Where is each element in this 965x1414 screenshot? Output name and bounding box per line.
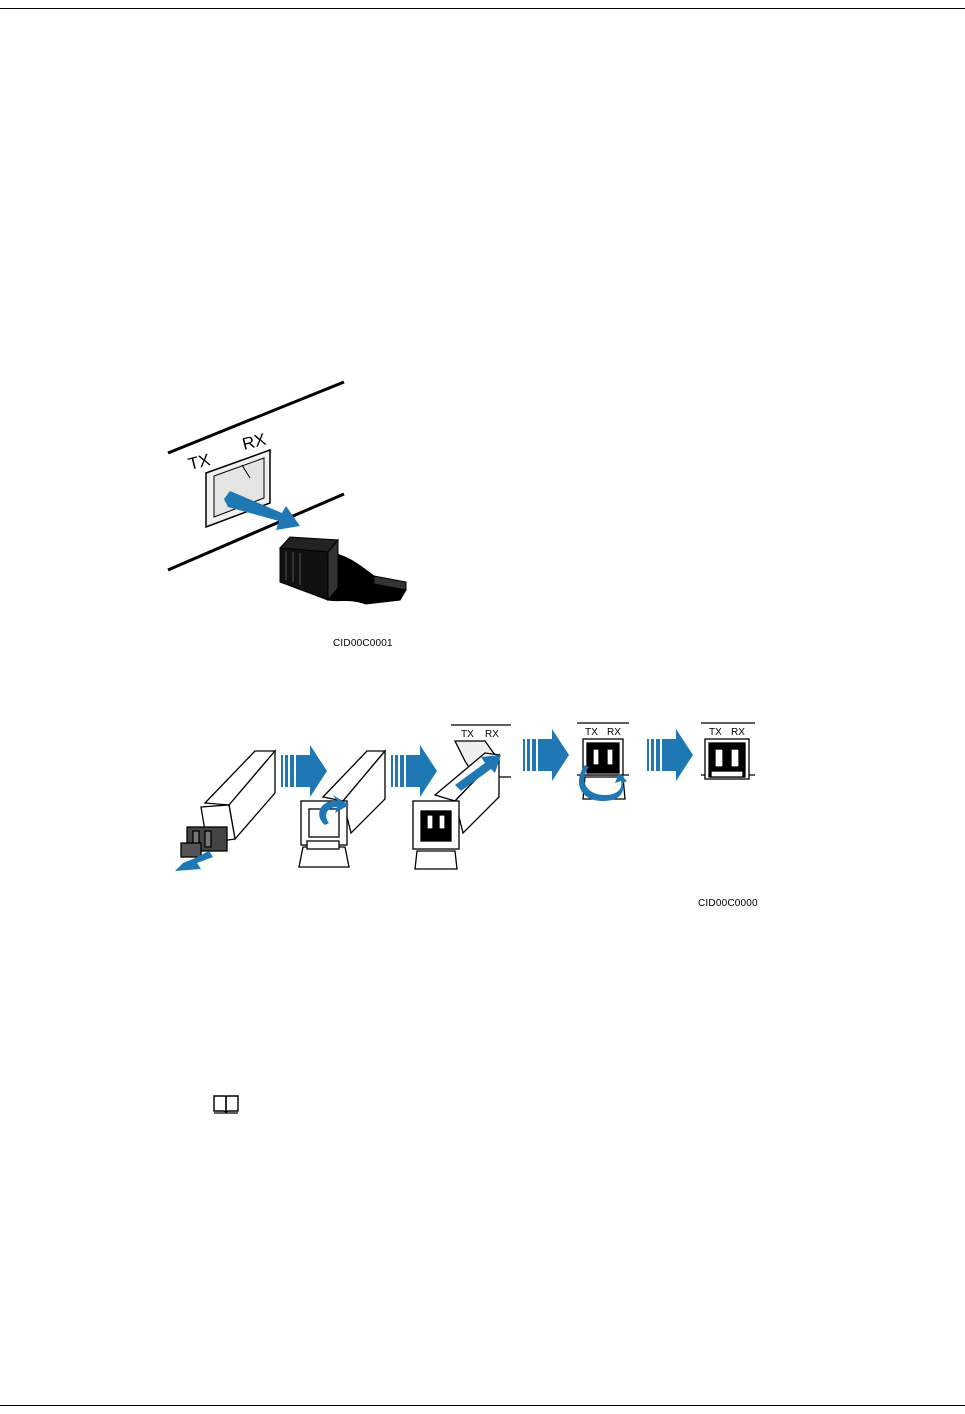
step4-label-rx: RX xyxy=(607,727,621,738)
step4-label-tx: TX xyxy=(585,727,598,738)
step1-module xyxy=(181,751,275,857)
step-arrow-4-icon xyxy=(647,729,693,781)
step3-label-tx: TX xyxy=(461,729,474,740)
step3-label-rx: RX xyxy=(485,729,499,740)
figure-2-id: CID00C0000 xyxy=(698,898,758,909)
book-icon xyxy=(211,1092,241,1116)
step5-label-tx: TX xyxy=(709,727,722,738)
step5-label-rx: RX xyxy=(731,727,745,738)
step4-module xyxy=(583,739,625,799)
dust-cap-plug xyxy=(280,537,406,604)
step-arrow-2-icon xyxy=(391,745,437,797)
figure-install-optical-module: TX RX TX RX xyxy=(165,715,765,880)
step5-module xyxy=(705,739,749,779)
step-arrow-1-icon xyxy=(281,745,327,797)
figure-remove-dust-cap: TX RX xyxy=(160,370,420,620)
install-steps-illustration: TX RX TX RX xyxy=(165,715,765,880)
figure-1-id: CID00C0001 xyxy=(333,638,393,649)
step-arrow-3-icon xyxy=(523,729,569,781)
dust-cap-illustration: TX RX xyxy=(160,370,420,620)
footer-rule xyxy=(0,1405,965,1406)
port-label-tx: TX xyxy=(186,450,212,474)
port-label-rx: RX xyxy=(240,430,268,454)
header-rule xyxy=(0,8,965,9)
